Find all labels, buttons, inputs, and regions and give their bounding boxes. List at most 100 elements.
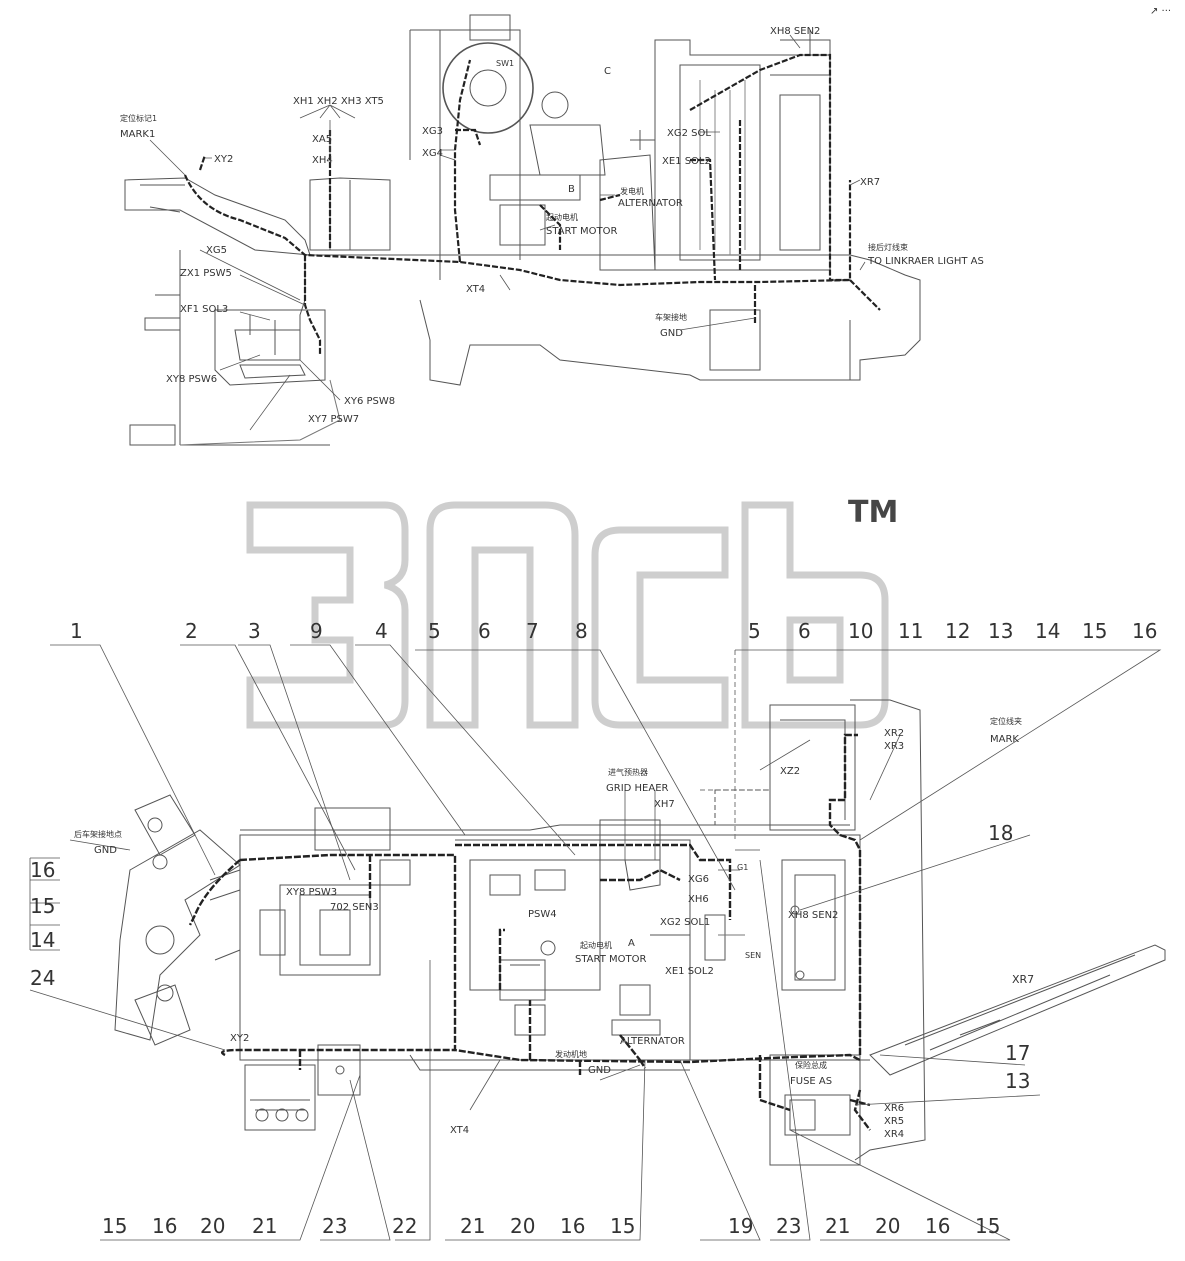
label-fuse: FUSE AS (790, 1076, 832, 1087)
callout-right-1: 17 (1005, 1041, 1030, 1065)
callout-top-5: 5 (428, 619, 441, 643)
label-c: C (604, 66, 611, 77)
label-start-motor-top: START MOTOR (546, 226, 618, 237)
label-xy8-psw3: XY8 PSW3 (286, 887, 337, 898)
callout-bottom-10: 19 (728, 1214, 753, 1238)
bottom-labels: 后车架接地点 GND 进气预热器 GRID HEAER XH7 G1 XG6 X… (74, 716, 1034, 1140)
label-zx1: ZX1 PSW5 (180, 268, 232, 279)
callout-top-17: 16 (1132, 619, 1157, 643)
label-mark: MARK (990, 734, 1019, 745)
label-alternator-bottom: ALTERNATOR (620, 1036, 685, 1047)
label-xg2-sol: XG2 SOL (667, 128, 711, 139)
callout-bottom-5: 22 (392, 1214, 417, 1238)
label-xt4-top: XT4 (466, 284, 485, 295)
corner-mark: ↗ ··· (1150, 6, 1171, 17)
label-xg5: XG5 (206, 245, 227, 256)
callout-top-4: 4 (375, 619, 388, 643)
callout-right-0: 18 (988, 821, 1013, 845)
callout-top-1: 2 (185, 619, 198, 643)
callout-top-0: 1 (70, 619, 83, 643)
label-fuse-cn: 保险总成 (795, 1060, 827, 1070)
label-mark1: MARK1 (120, 129, 155, 140)
callout-bottom-1: 16 (152, 1214, 177, 1238)
callout-top-7: 7 (526, 619, 539, 643)
label-sen3: 702 SEN3 (330, 902, 379, 913)
label-gnd2: GND (588, 1065, 611, 1076)
label-xg6: XG6 (688, 874, 709, 885)
callout-top-15: 14 (1035, 619, 1060, 643)
top-leaders (149, 34, 866, 431)
label-psw4: PSW4 (528, 909, 557, 920)
label-mark1-cn: 定位标记1 (120, 113, 157, 123)
label-a: A (628, 938, 635, 949)
callout-bottom-7: 20 (510, 1214, 535, 1238)
label-xh7: XH7 (654, 799, 675, 810)
callout-left-1: 15 (30, 894, 55, 918)
label-alt-cn: 发电机 (620, 186, 644, 196)
callout-bottom-0: 15 (102, 1214, 127, 1238)
callout-bottom-13: 20 (875, 1214, 900, 1238)
label-xy7: XY7 PSW7 (308, 414, 359, 425)
label-xh8-sen2-bottom: XH8 SEN2 (788, 910, 838, 921)
label-xh4: XH4 (312, 155, 333, 166)
label-xz2: XZ2 (780, 766, 800, 777)
label-gnd-cn-rear: 后车架接地点 (74, 829, 122, 839)
top-labels: 定位标记1 MARK1 XY2 XH1 XH2 XH3 XT5 XA5 XH4 … (120, 26, 984, 425)
label-xe1-sol2-top: XE1 SOL2 (662, 156, 711, 167)
callout-bottom-15: 15 (975, 1214, 1000, 1238)
callout-leaders (29, 644, 1162, 1241)
callout-bottom-4: 23 (322, 1214, 347, 1238)
label-xy8: XY8 PSW6 (166, 374, 217, 385)
label-xr2: XR2 (884, 728, 904, 739)
label-linkrear: TO LINKRAER LIGHT AS (867, 256, 984, 267)
label-xr4: XR4 (884, 1129, 904, 1140)
label-mark-cn: 定位线夹 (990, 716, 1022, 726)
label-start-cn-bottom: 起动电机 (580, 940, 612, 950)
callout-bottom-9: 15 (610, 1214, 635, 1238)
callout-bottom-12: 21 (825, 1214, 850, 1238)
label-sen: SEN (745, 951, 761, 960)
callout-top-14: 13 (988, 619, 1013, 643)
label-xg2-sol1: XG2 SOL1 (660, 917, 710, 928)
callout-bottom-8: 16 (560, 1214, 585, 1238)
label-xy6: XY6 PSW8 (344, 396, 395, 407)
label-xt4-bottom: XT4 (450, 1125, 469, 1136)
callout-top-9: 5 (748, 619, 761, 643)
watermark: TM (246, 495, 898, 729)
label-xr3: XR3 (884, 741, 904, 752)
callout-top-8: 8 (575, 619, 588, 643)
callout-left-2: 14 (30, 928, 55, 952)
callout-top-3: 9 (310, 619, 323, 643)
label-xr7-bottom: XR7 (1012, 973, 1034, 986)
label-xr7-top: XR7 (860, 177, 880, 188)
callout-top-11: 10 (848, 619, 873, 643)
label-g1: G1 (737, 863, 748, 872)
label-grid-heater: GRID HEAER (606, 783, 669, 794)
label-xr5: XR5 (884, 1116, 904, 1127)
label-xy2-top: XY2 (214, 154, 233, 165)
label-alternator-top: ALTERNATOR (618, 198, 683, 209)
callout-bottom-6: 21 (460, 1214, 485, 1238)
callout-top-6: 6 (478, 619, 491, 643)
label-gnd2-cn: 发动机地 (555, 1049, 587, 1059)
label-start-motor-bottom: START MOTOR (575, 954, 647, 965)
label-gnd-top: GND (660, 328, 683, 339)
callout-top-2: 3 (248, 619, 261, 643)
label-xh6: XH6 (688, 894, 709, 905)
label-xg4: XG4 (422, 148, 443, 159)
label-xy2-bottom: XY2 (230, 1033, 249, 1044)
bottom-plan-view (114, 650, 1166, 1166)
callout-bottom-2: 20 (200, 1214, 225, 1238)
label-light-cn: 接后灯线束 (868, 242, 908, 252)
label-xf1: XF1 SOL3 (180, 304, 228, 315)
label-grid-cn: 进气预热器 (608, 767, 648, 777)
callout-top-12: 11 (898, 619, 923, 643)
callout-top-10: 6 (798, 619, 811, 643)
bottom-harness (188, 733, 871, 1131)
label-xh8-sen2-top: XH8 SEN2 (770, 26, 820, 37)
callout-top-13: 12 (945, 619, 970, 643)
callout-top-16: 15 (1082, 619, 1107, 643)
top-side-view (124, 14, 921, 446)
label-xg3: XG3 (422, 126, 443, 137)
callout-left-3: 24 (30, 966, 55, 990)
